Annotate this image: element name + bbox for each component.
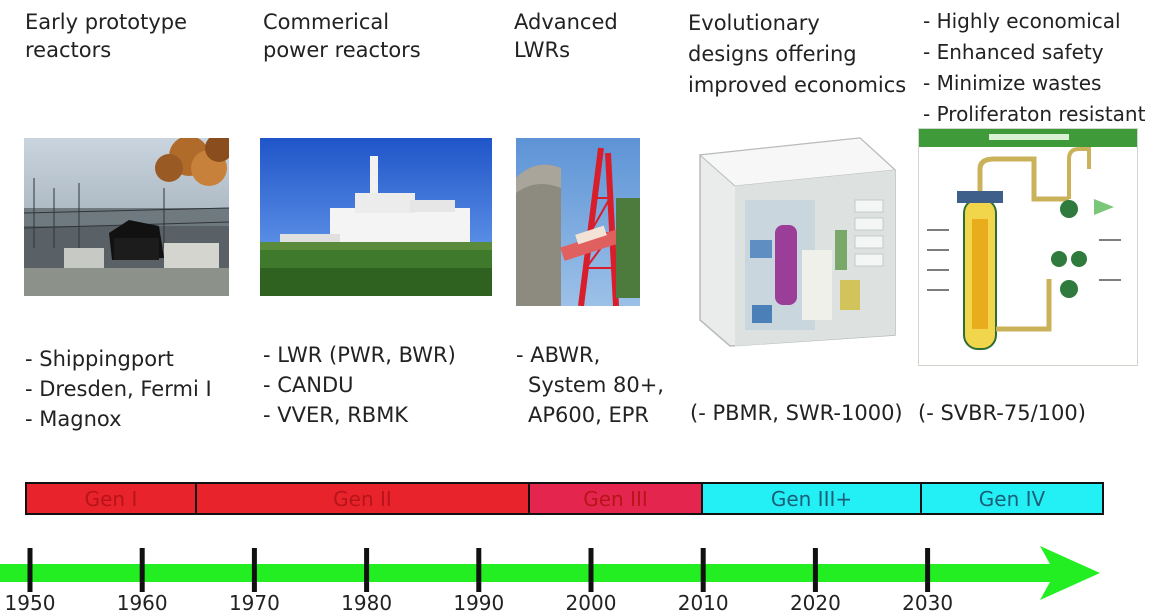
heading-gen3: Advanced LWRs [514, 8, 618, 64]
example-item: System 80+, [528, 373, 664, 397]
heading-line: Early prototype [25, 10, 188, 34]
heading-line: Advanced [514, 10, 618, 34]
year-label: 2010 [677, 591, 729, 615]
example-item: (- SVBR-75/100) [918, 401, 1086, 425]
gen-band-label: Gen III [583, 486, 648, 511]
example-item: - ABWR, [516, 343, 601, 367]
year-tick [251, 548, 257, 592]
heading-line: Commerical [263, 10, 390, 34]
examples-gen2: - LWR (PWR, BWR) - CANDU - VVER, RBMK [263, 340, 456, 430]
heading-gen2: Commerical power reactors [263, 8, 421, 64]
heading-line: LWRs [514, 38, 571, 62]
gen-band-label: Gen I [84, 486, 138, 511]
commercial-power-reactor-photo [260, 138, 492, 296]
year-label: 1950 [4, 591, 56, 615]
heading-line: improved economics [688, 73, 907, 97]
examples-gen3: - ABWR, System 80+, AP600, EPR [516, 340, 664, 430]
gen-iv-reactor-schematic [918, 128, 1138, 366]
heading-line: Evolutionary [688, 11, 820, 35]
advanced-lwr-construction-photo [516, 138, 640, 306]
example-item: - LWR (PWR, BWR) [263, 343, 456, 367]
goal-line: - Minimize wastes [923, 71, 1102, 95]
year-tick [476, 548, 482, 592]
gen-band-3: Gen III [528, 482, 703, 515]
goal-line: - Proliferaton resistant [923, 102, 1146, 126]
heading-line: reactors [25, 38, 112, 62]
early-prototype-reactor-photo [24, 138, 229, 296]
year-label: 2020 [789, 591, 841, 615]
heading-line: power reactors [263, 38, 421, 62]
example-item: - Dresden, Fermi I [25, 377, 212, 401]
year-tick [364, 548, 370, 592]
year-tick [27, 548, 33, 592]
arrow-head [1040, 546, 1100, 600]
gen-band-3plus: Gen III+ [701, 482, 922, 515]
gen-band-1: Gen I [25, 482, 197, 515]
year-tick [139, 548, 145, 592]
heading-gen3plus: Evolutionary designs offering improved e… [688, 8, 906, 101]
gen-band-label: Gen II [333, 486, 392, 511]
year-label: 1980 [341, 591, 393, 615]
arrow-shaft [0, 564, 1060, 582]
example-item: AP600, EPR [528, 403, 649, 427]
examples-gen4: (- SVBR-75/100) [918, 399, 1086, 428]
evolutionary-reactor-cutaway-illustration [690, 130, 898, 348]
year-tick [812, 548, 818, 592]
year-tick [700, 548, 706, 592]
heading-gen1: Early prototype reactors [25, 8, 187, 64]
examples-gen3plus: (- PBMR, SWR-1000) [690, 399, 903, 428]
gen-band-label: Gen III+ [770, 486, 853, 511]
goal-line: - Highly economical [923, 9, 1121, 33]
heading-line: designs offering [688, 42, 857, 66]
gen-band-4: Gen IV [920, 482, 1104, 515]
year-label: 1990 [453, 591, 505, 615]
example-item: - VVER, RBMK [263, 403, 409, 427]
example-item: - CANDU [263, 373, 354, 397]
year-label: 1960 [116, 591, 168, 615]
example-item: (- PBMR, SWR-1000) [690, 401, 903, 425]
example-item: - Shippingport [25, 347, 174, 371]
year-label: 2030 [902, 591, 954, 615]
gen-band-label: Gen IV [978, 486, 1046, 511]
example-item: - Magnox [25, 407, 122, 431]
year-label: 2000 [565, 591, 617, 615]
year-tick [588, 548, 594, 592]
year-tick [925, 548, 931, 592]
gen-band-2: Gen II [195, 482, 530, 515]
timeline-arrow [0, 546, 1100, 600]
goal-line: - Enhanced safety [923, 40, 1104, 64]
examples-gen1: - Shippingport - Dresden, Fermi I - Magn… [25, 344, 212, 434]
year-label: 1970 [228, 591, 280, 615]
heading-gen4: - Highly economical - Enhanced safety - … [923, 6, 1145, 130]
